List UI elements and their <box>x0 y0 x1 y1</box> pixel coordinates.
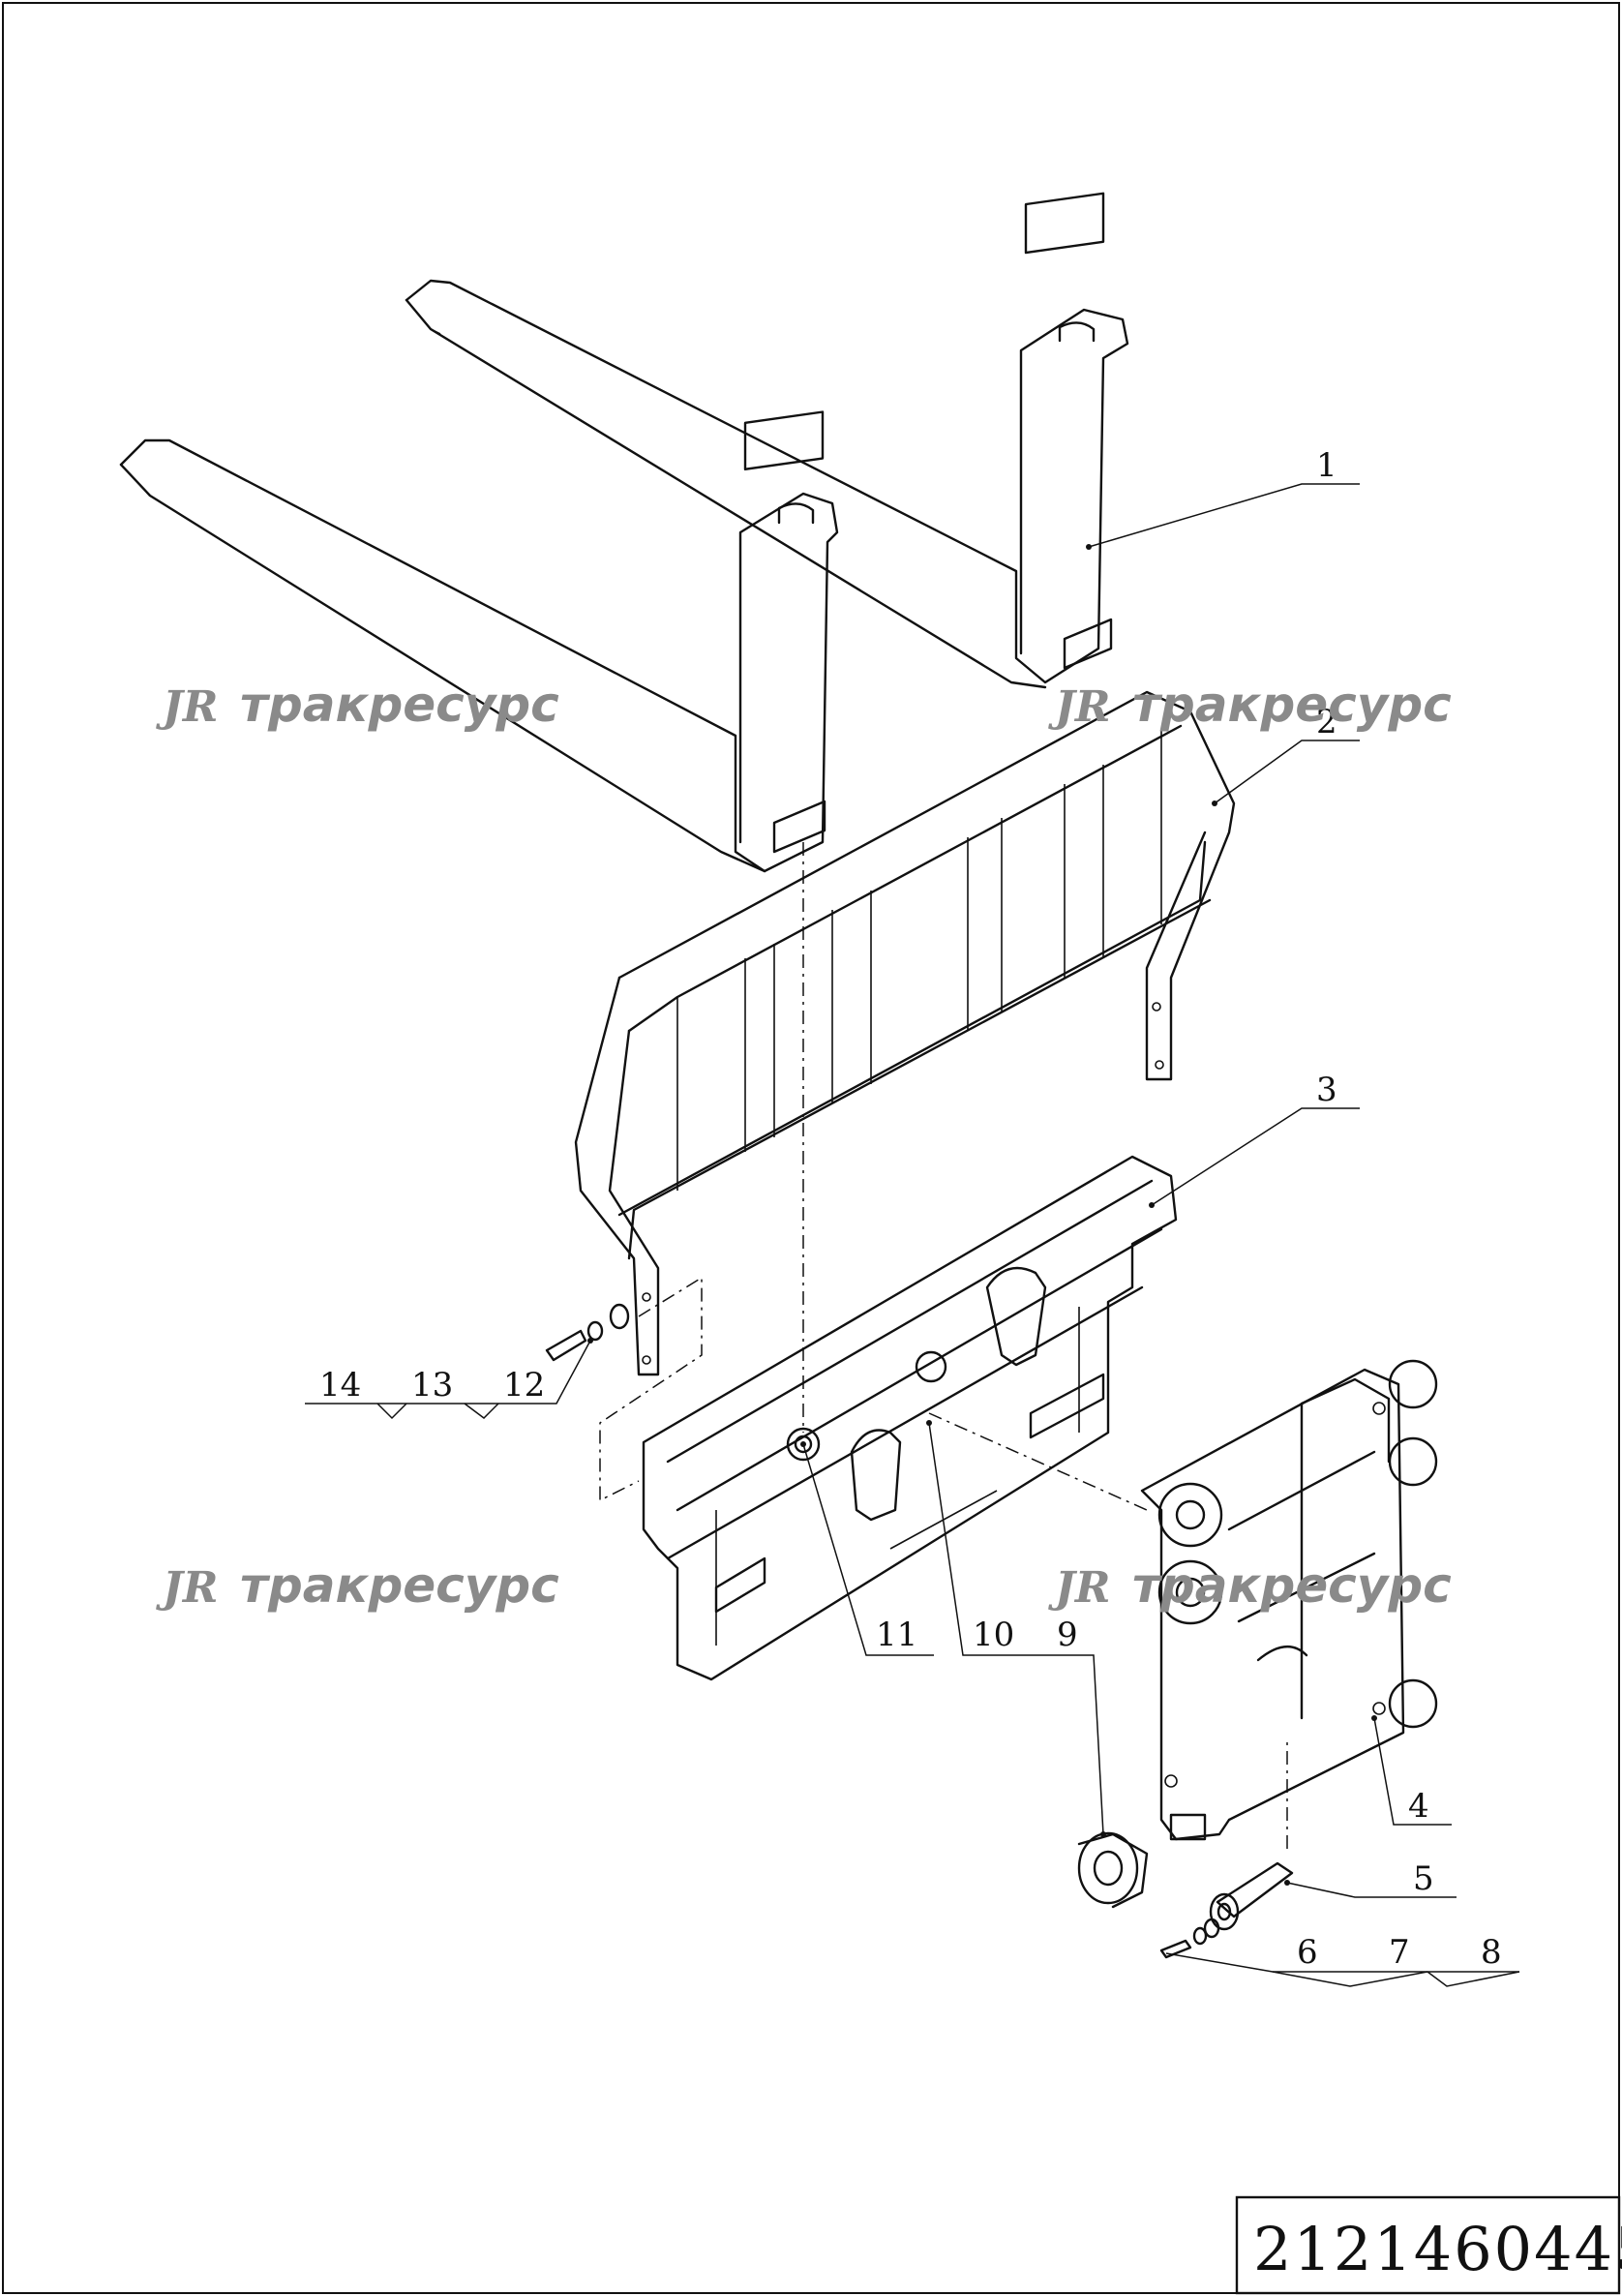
svg-text:тракресурс: тракресурс <box>240 1557 559 1614</box>
leader-lines <box>305 483 1520 1987</box>
part-backrest <box>574 690 1236 1376</box>
callout-label-10: 10 <box>973 1616 1014 1654</box>
part-pin <box>1209 1861 1294 1931</box>
svg-text:тракресурс: тракресурс <box>240 677 559 733</box>
watermark-bottom-left: JR тракресурс <box>156 1557 559 1614</box>
part-carriage <box>642 1155 1178 1681</box>
part-forks <box>119 192 1129 873</box>
part-bolt-washers-6-8 <box>1159 1918 1220 1959</box>
alignment-lines <box>599 842 1288 1849</box>
callout-label-5: 5 <box>1413 1859 1434 1898</box>
callout-label-13: 13 <box>411 1366 453 1405</box>
callout-label-3: 3 <box>1316 1071 1337 1109</box>
callout-label-2: 2 <box>1316 703 1337 741</box>
callout-label-9: 9 <box>1057 1616 1078 1654</box>
callout-numbers: 1 2 3 4 5 6 7 8 9 10 11 12 13 14 <box>319 446 1502 1972</box>
svg-text:JR: JR <box>1048 682 1110 732</box>
watermark-top-right: JR тракресурс <box>1048 677 1452 733</box>
callout-label-7: 7 <box>1389 1933 1410 1972</box>
callout-label-12: 12 <box>503 1366 545 1405</box>
callout-label-1: 1 <box>1316 446 1337 485</box>
callout-label-14: 14 <box>319 1366 361 1405</box>
svg-text:тракресурс: тракресурс <box>1132 677 1452 733</box>
part-roller <box>1077 1831 1149 1909</box>
svg-text:JR: JR <box>1048 1563 1110 1613</box>
callout-label-8: 8 <box>1481 1933 1502 1972</box>
part-number: 212146044505 <box>1253 2214 1622 2284</box>
callout-label-6: 6 <box>1297 1933 1318 1972</box>
svg-text:JR: JR <box>156 1563 218 1613</box>
callout-label-11: 11 <box>876 1616 917 1654</box>
svg-text:тракресурс: тракресурс <box>1132 1557 1452 1614</box>
watermark-top-left: JR тракресурс <box>156 677 559 733</box>
svg-text:JR: JR <box>156 682 218 732</box>
part-bolt-washers-12-14 <box>545 1303 630 1362</box>
part-number-box: 212146044505 <box>1235 2195 1622 2295</box>
watermark-bottom-right: JR тракресурс <box>1048 1557 1452 1614</box>
part-sideshift-plate <box>1140 1359 1438 1841</box>
callout-label-4: 4 <box>1408 1787 1429 1826</box>
